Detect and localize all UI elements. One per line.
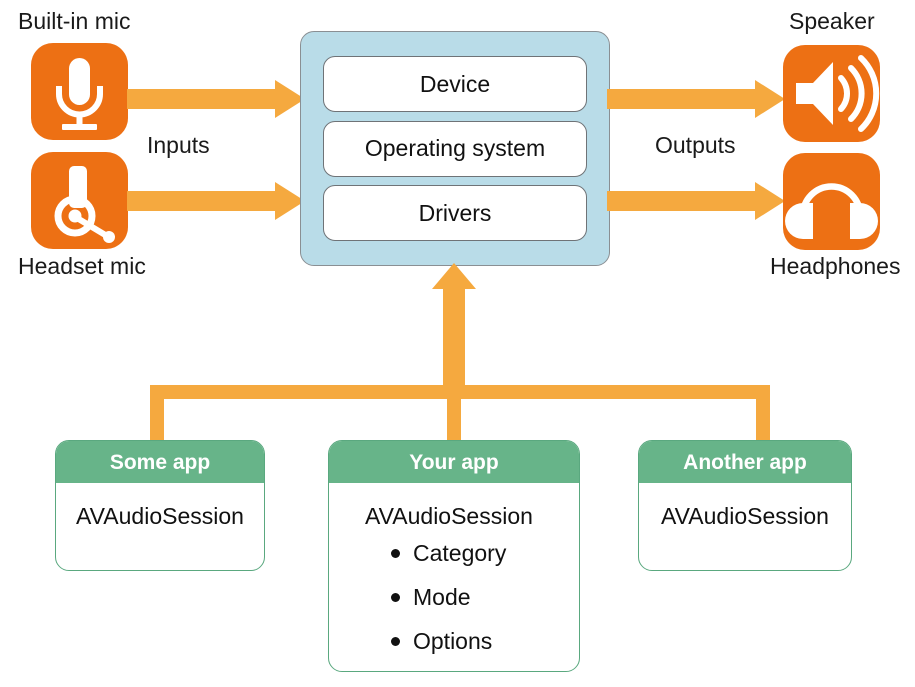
input-arrow-built-in-mic bbox=[127, 80, 305, 118]
inputs-flow-label: Inputs bbox=[147, 132, 210, 158]
stack-layer-device: Device bbox=[323, 56, 587, 112]
system-stack: Device Operating system Drivers bbox=[300, 31, 610, 266]
app-card-body: AVAudioSession Category Mode Options bbox=[329, 483, 579, 653]
stack-layer-operating-system: Operating system bbox=[323, 120, 587, 177]
app-api-label: AVAudioSession bbox=[365, 503, 533, 529]
app-card-title: Some app bbox=[56, 441, 264, 483]
app-card-title: Your app bbox=[329, 441, 579, 483]
stack-layer-drivers: Drivers bbox=[323, 185, 587, 241]
app-card-body: AVAudioSession bbox=[639, 483, 851, 528]
app-config-item-mode: Mode bbox=[391, 586, 579, 609]
headset-mic-label: Headset mic bbox=[18, 253, 146, 279]
app-config-item-category: Category bbox=[391, 542, 579, 565]
app-card-some-app[interactable]: Some app AVAudioSession bbox=[55, 440, 265, 571]
speaker-icon bbox=[783, 45, 880, 142]
output-arrow-headphones bbox=[607, 182, 785, 220]
built-in-mic-label: Built-in mic bbox=[18, 8, 131, 34]
headset-mic-icon bbox=[31, 152, 128, 249]
app-card-body: AVAudioSession bbox=[56, 483, 264, 528]
app-config-item-options: Options bbox=[391, 630, 579, 653]
app-api-label: AVAudioSession bbox=[661, 503, 829, 529]
app-card-title: Another app bbox=[639, 441, 851, 483]
app-card-another-app[interactable]: Another app AVAudioSession bbox=[638, 440, 852, 571]
speaker-label: Speaker bbox=[789, 8, 875, 34]
output-arrow-speaker bbox=[607, 80, 785, 118]
input-arrow-headset-mic bbox=[127, 182, 305, 220]
app-config-list: Category Mode Options bbox=[365, 542, 579, 653]
headphones-icon bbox=[783, 153, 880, 250]
app-to-system-connector bbox=[0, 255, 915, 455]
app-api-label: AVAudioSession bbox=[76, 503, 244, 529]
headphones-label: Headphones bbox=[770, 253, 901, 279]
app-card-your-app[interactable]: Your app AVAudioSession Category Mode Op… bbox=[328, 440, 580, 672]
microphone-icon bbox=[31, 43, 128, 140]
outputs-flow-label: Outputs bbox=[655, 132, 736, 158]
